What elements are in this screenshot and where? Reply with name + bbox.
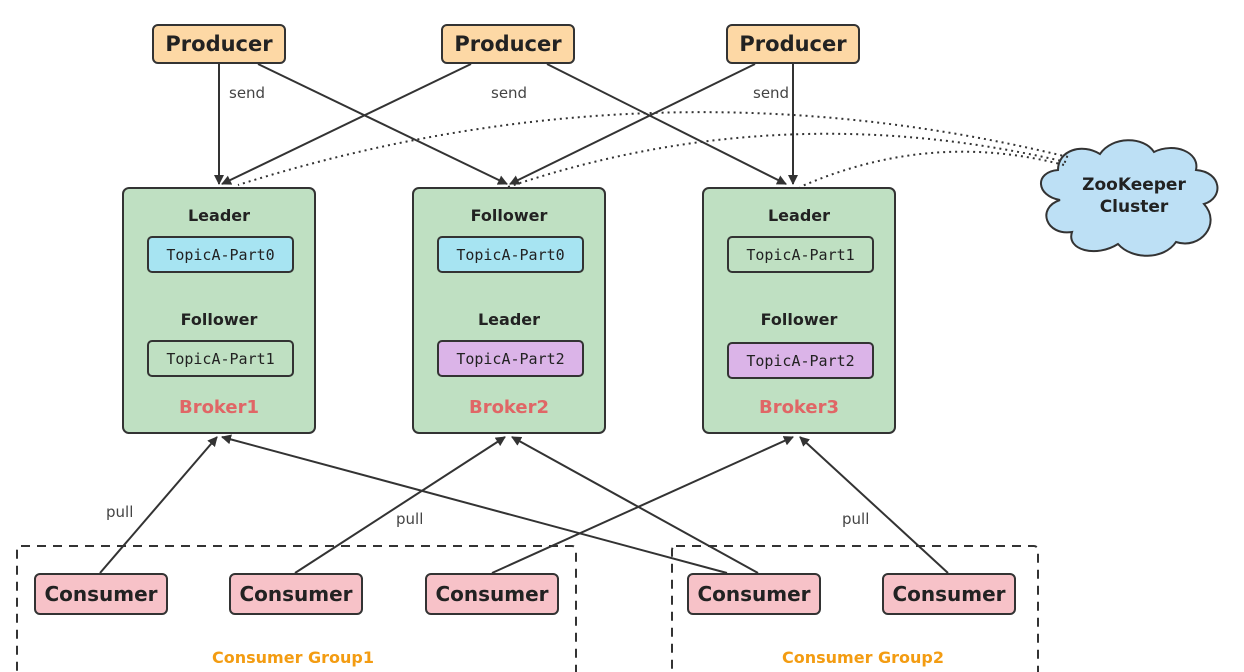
producer-label: Producer: [739, 32, 847, 56]
producer-label: Producer: [454, 32, 562, 56]
pull-arrow-c3-b3: [491, 436, 794, 574]
send-arrow-p2-b3: [546, 63, 787, 185]
pull-arrow-c5-b3: [799, 436, 949, 574]
consumer-label: Consumer: [435, 582, 549, 606]
partition-box: TopicA-Part1: [147, 340, 294, 377]
pull-arrow-c2-b2: [294, 436, 506, 574]
consumer-4: Consumer: [687, 573, 821, 615]
consumer-group-label: Consumer Group2: [782, 648, 945, 667]
zookeeper-link-broker2: [507, 132, 1067, 188]
zookeeper-link-broker1: [237, 111, 1069, 186]
broker-role-label: Leader: [477, 310, 541, 329]
consumer-label: Consumer: [239, 582, 353, 606]
partition-box: TopicA-Part1: [727, 236, 874, 273]
broker-name: Broker2: [468, 397, 550, 418]
broker-name: Broker1: [178, 397, 260, 418]
send-label: send: [491, 84, 528, 102]
consumer-2: Consumer: [229, 573, 363, 615]
zookeeper-label-line2: Cluster: [1099, 197, 1169, 217]
send-label: send: [229, 84, 266, 102]
consumer-1: Consumer: [34, 573, 168, 615]
producer-1: Producer: [152, 24, 286, 64]
zookeeper-link-broker3: [799, 150, 1065, 188]
broker-3: Leader TopicA-Part1 Follower TopicA-Part…: [702, 187, 896, 434]
producer-3: Producer: [726, 24, 860, 64]
consumer-group2-box: [671, 545, 1039, 672]
pull-label: pull: [396, 510, 424, 528]
consumer-3: Consumer: [425, 573, 559, 615]
partition-box: TopicA-Part0: [437, 236, 584, 273]
pull-arrow-c4-b2: [511, 436, 759, 574]
consumer-label: Consumer: [892, 582, 1006, 606]
partition-box: TopicA-Part2: [727, 342, 874, 379]
partition-box: TopicA-Part2: [437, 340, 584, 377]
broker-role-label: Follower: [760, 310, 838, 329]
producer-label: Producer: [165, 32, 273, 56]
broker-role-label: Leader: [187, 206, 251, 225]
send-label: send: [753, 84, 790, 102]
broker-2: Follower TopicA-Part0 Leader TopicA-Part…: [412, 187, 606, 434]
zookeeper-cluster-label: ZooKeeper Cluster: [1070, 174, 1198, 218]
send-arrow-p2-b1: [221, 63, 472, 185]
pull-arrow-c4-b1: [221, 434, 728, 574]
broker-1: Leader TopicA-Part0 Follower TopicA-Part…: [122, 187, 316, 434]
zookeeper-cloud-shape: [1040, 139, 1219, 257]
pull-label: pull: [842, 510, 870, 528]
consumer-group1-box: [16, 545, 577, 672]
pull-arrow-c1-b1: [99, 436, 218, 574]
consumer-group-label: Consumer Group1: [212, 648, 375, 667]
partition-box: TopicA-Part0: [147, 236, 294, 273]
consumer-5: Consumer: [882, 573, 1016, 615]
broker-role-label: Follower: [470, 206, 548, 225]
send-arrow-p1-b2: [257, 63, 508, 185]
pull-label: pull: [106, 503, 134, 521]
consumer-label: Consumer: [44, 582, 158, 606]
broker-name: Broker3: [758, 397, 840, 418]
consumer-label: Consumer: [697, 582, 811, 606]
broker-role-label: Follower: [180, 310, 258, 329]
send-arrow-p3-b2: [509, 63, 756, 185]
producer-2: Producer: [441, 24, 575, 64]
zookeeper-label-line1: ZooKeeper: [1082, 175, 1186, 195]
broker-role-label: Leader: [767, 206, 831, 225]
